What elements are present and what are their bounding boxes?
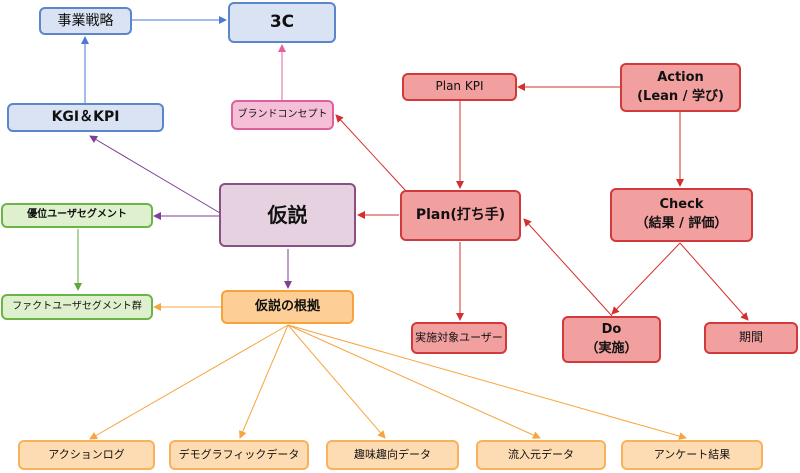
brand-concept-label: ブランドコンセプト [237, 108, 328, 120]
do-sub-label: （実施） [585, 340, 638, 356]
check-sub-label: （結果 / 評価） [635, 216, 728, 231]
target-users-label: 実施対象ユーザー [415, 331, 503, 345]
hypothesis-label: 仮説 [267, 202, 308, 227]
period-node: 期間 [704, 322, 798, 354]
interest-node: 趣味趣向データ [326, 440, 459, 470]
period-label: 期間 [738, 330, 763, 345]
source-label: 流入元データ [508, 448, 574, 462]
demographic-node: デモグラフィックデータ [169, 440, 309, 470]
brand-concept-node: ブランドコンセプト [231, 100, 334, 130]
arrow-plan-to-brand [335, 114, 407, 192]
plan-label: Plan(打ち手) [415, 207, 506, 224]
do-label: Do [601, 321, 622, 337]
survey-label: アンケート結果 [653, 448, 731, 462]
fact-segment-node: ファクトユーザセグメント群 [1, 294, 153, 320]
hypothesis-node: 仮説 [219, 183, 356, 247]
arrow-basis-to-actionlog [89, 324, 289, 440]
interest-label: 趣味趣向データ [354, 448, 431, 462]
fact-segment-label: ファクトユーザセグメント群 [12, 300, 142, 312]
demographic-label: デモグラフィックデータ [178, 448, 300, 462]
superior-segment-label: 優位ユーザセグメント [27, 209, 127, 221]
do-node: Do （実施） [562, 316, 661, 363]
source-node: 流入元データ [476, 440, 606, 470]
arrow-basis-to-demographic [239, 324, 289, 439]
three-c-node: 3C [228, 2, 336, 43]
check-node: Check （結果 / 評価） [610, 188, 753, 242]
target-users-node: 実施対象ユーザー [411, 322, 507, 354]
action-sub-label: (Lean / 学び) [637, 88, 724, 104]
plan-kpi-node: Plan KPI [402, 73, 517, 101]
action-log-label: アクションログ [48, 448, 125, 462]
action-log-node: アクションログ [18, 440, 155, 470]
arrow-basis-to-source [287, 324, 541, 439]
action-node: Action (Lean / 学び) [620, 63, 741, 112]
plan-node: Plan(打ち手) [400, 190, 521, 241]
superior-segment-node: 優位ユーザセグメント [1, 203, 153, 228]
survey-node: アンケート結果 [621, 440, 763, 470]
arrow-check-to-period [679, 242, 749, 321]
kgi-kpi-node: KGI＆KPI [7, 103, 164, 132]
arrow-do-to-plan [523, 218, 613, 317]
business-strategy-node: 事業戦略 [39, 7, 132, 35]
arrow-basis-to-survey [287, 324, 687, 440]
arrow-hypothesis-to-kgi [89, 135, 221, 214]
kgi-kpi-label: KGI＆KPI [51, 109, 120, 126]
hypothesis-basis-node: 仮説の根拠 [221, 290, 354, 324]
check-label: Check [659, 197, 704, 213]
arrow-check-to-do [611, 242, 681, 315]
business-strategy-label: 事業戦略 [57, 12, 114, 29]
three-c-label: 3C [269, 12, 295, 33]
arrow-basis-to-interest [287, 324, 386, 439]
hypothesis-basis-label: 仮説の根拠 [254, 298, 320, 314]
action-label: Action [657, 69, 704, 85]
plan-kpi-label: Plan KPI [435, 79, 484, 94]
